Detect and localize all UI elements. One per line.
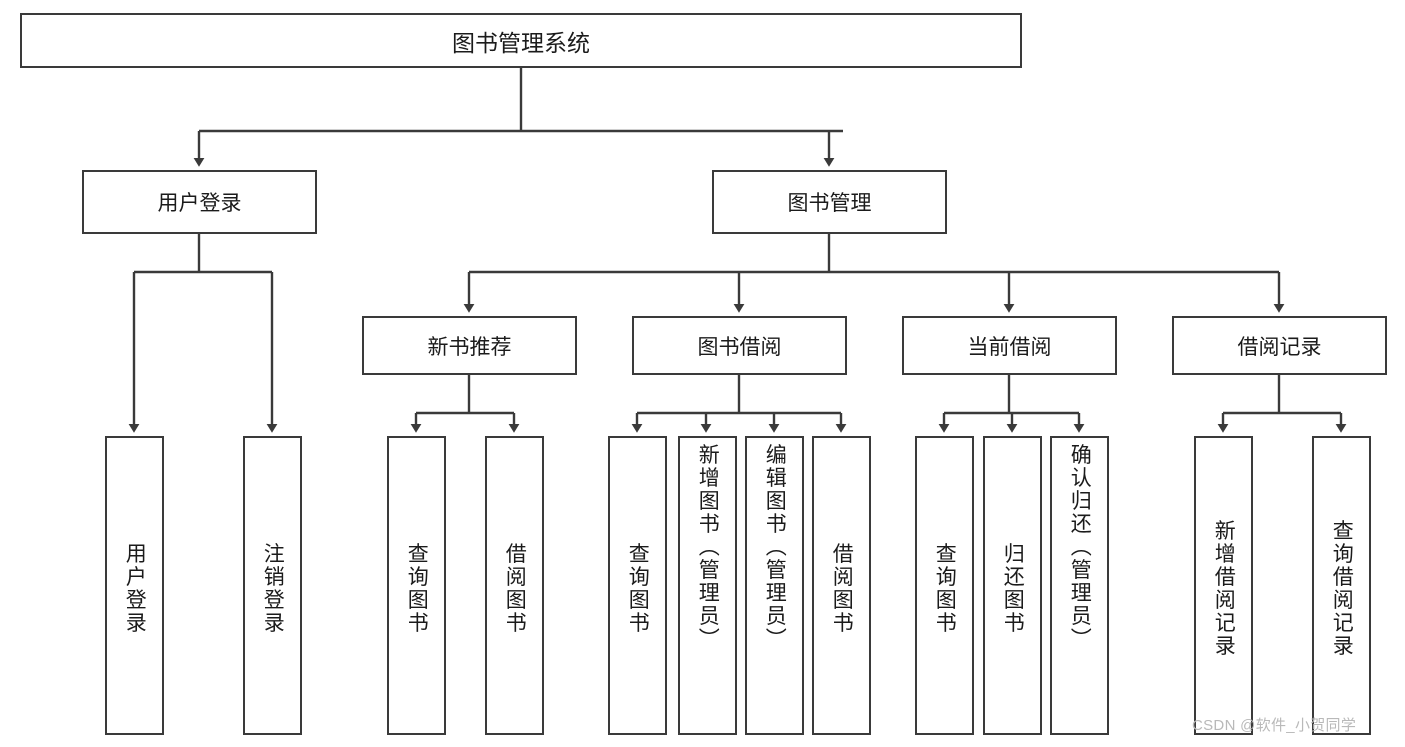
node-leaf[interactable]: 确认归还（管理员） [1050,436,1109,735]
node-leaf[interactable]: 注销登录 [243,436,302,735]
node-level2-label: 图书管理 [787,192,872,215]
node-leaf-label: 查询图书 [933,542,957,634]
node-level3[interactable]: 新书推荐 [362,316,577,375]
node-leaf[interactable]: 编辑图书（管理员） [745,436,804,735]
node-leaf-label: 新增图书（管理员） [696,443,720,651]
node-leaf[interactable]: 归还图书 [983,436,1042,735]
node-level3-label: 图书借阅 [697,335,782,359]
node-level3[interactable]: 当前借阅 [902,316,1117,375]
node-leaf-label: 查询图书 [626,542,650,634]
node-level3-label: 借阅记录 [1237,335,1322,359]
node-leaf[interactable]: 新增图书（管理员） [678,436,737,735]
node-leaf[interactable]: 新增借阅记录 [1194,436,1253,735]
node-leaf-label: 借阅图书 [503,542,527,634]
node-level3-label: 新书推荐 [427,335,512,359]
node-root[interactable]: 图书管理系统 [20,13,1022,68]
node-leaf-label: 编辑图书（管理员） [763,443,787,651]
node-level3-label: 当前借阅 [967,335,1052,359]
node-leaf-label: 用户登录 [123,542,147,634]
node-leaf[interactable]: 借阅图书 [812,436,871,735]
node-leaf-label: 确认归还（管理员） [1068,443,1092,651]
node-root-label: 图书管理系统 [452,29,590,56]
node-leaf-label: 新增借阅记录 [1212,519,1236,657]
node-leaf[interactable]: 查询借阅记录 [1312,436,1371,735]
csdn-watermark: CSDN @软件_小贺同学 [1192,717,1357,734]
node-leaf[interactable]: 用户登录 [105,436,164,735]
node-leaf-label: 借阅图书 [830,542,854,634]
node-level3[interactable]: 图书借阅 [632,316,847,375]
node-leaf-label: 归还图书 [1001,542,1025,634]
node-leaf-label: 注销登录 [261,542,285,634]
node-leaf[interactable]: 借阅图书 [485,436,544,735]
node-level3[interactable]: 借阅记录 [1172,316,1387,375]
node-leaf[interactable]: 查询图书 [915,436,974,735]
node-leaf[interactable]: 查询图书 [387,436,446,735]
node-leaf-label: 查询图书 [405,542,429,634]
node-leaf[interactable]: 查询图书 [608,436,667,735]
node-level2-label: 用户登录 [157,192,242,215]
node-leaf-label: 查询借阅记录 [1330,519,1354,657]
node-level2[interactable]: 图书管理 [712,170,947,234]
node-level2[interactable]: 用户登录 [82,170,317,234]
